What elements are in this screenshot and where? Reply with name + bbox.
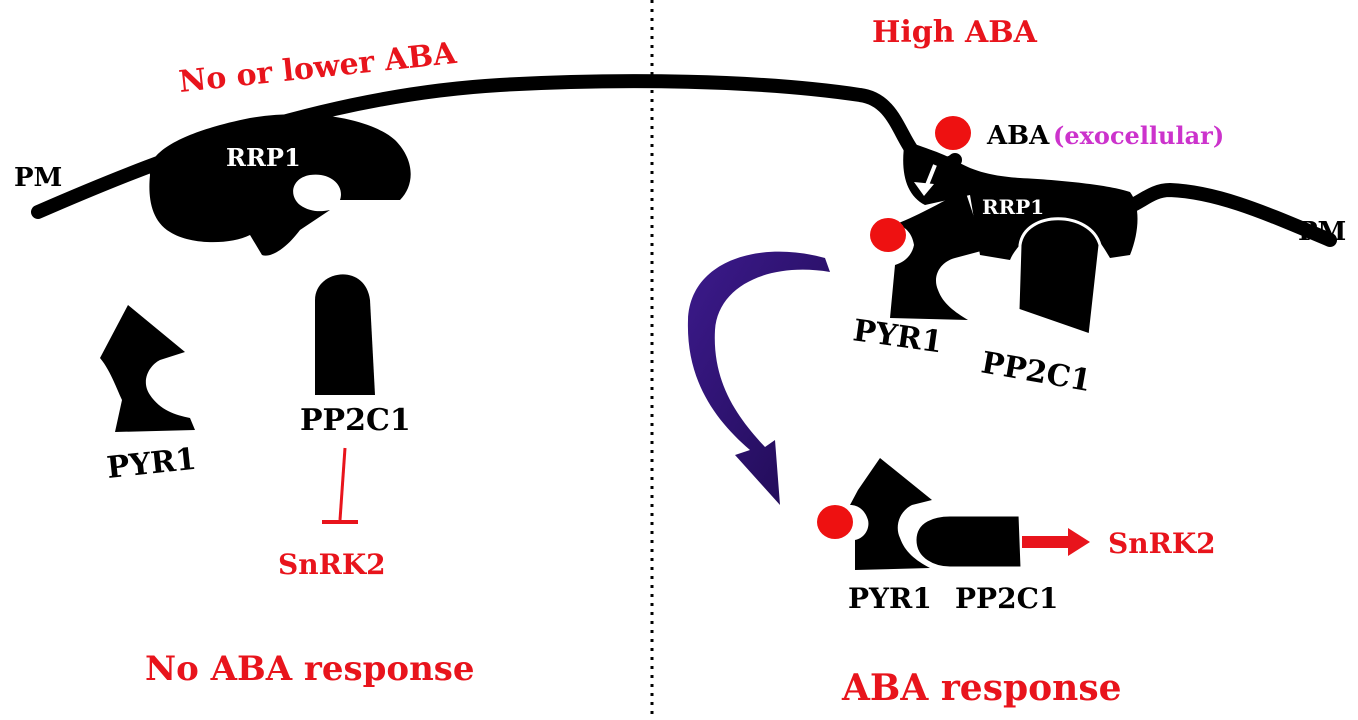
pm-label-right: PM (1298, 217, 1346, 247)
activation-arrow-head (1068, 528, 1090, 556)
inhibition-line (338, 447, 347, 521)
pyr1-left (100, 305, 195, 432)
aba-molecule-bound-complex (817, 505, 853, 539)
pm-label-left: PM (14, 163, 62, 193)
translocation-arrow (687, 251, 830, 505)
plasma-membrane-right (1113, 182, 1337, 247)
pyr1-right-top (890, 190, 985, 320)
aba-label: ABA (986, 121, 1050, 151)
aba-molecule-bound-top (870, 218, 906, 252)
pp2c1-left (315, 274, 375, 395)
rrp1-label-left: RRP1 (226, 143, 301, 172)
membrane-arrow-head (914, 182, 934, 196)
pyr1-label-left: PYR1 (105, 442, 198, 486)
rrp1-receptor-left (149, 114, 411, 256)
outcome-right: ABA response (841, 667, 1122, 709)
rrp1-receptor-right (903, 140, 1138, 260)
pp2c1-label-right-top: PP2C1 (979, 345, 1094, 399)
snrk2-label-left: SnRK2 (278, 548, 386, 581)
rrp1-label-right: RRP1 (982, 195, 1044, 219)
pyr1-right-complex (850, 458, 932, 570)
title-right: High ABA (872, 15, 1038, 50)
activation-arrow-shaft (1022, 536, 1070, 548)
aba-molecule-exocellular (935, 116, 971, 150)
aba-qualifier: (exocellular) (1053, 121, 1224, 150)
pp2c1-right-top (1016, 217, 1102, 338)
pyr1-label-right-top: PYR1 (851, 313, 945, 360)
snrk2-label-right: SnRK2 (1108, 527, 1216, 560)
outcome-left: No ABA response (145, 649, 475, 689)
pp2c1-label-left: PP2C1 (300, 403, 411, 438)
pp2c1-label-right-complex: PP2C1 (955, 582, 1058, 615)
pyr1-label-right-complex: PYR1 (848, 582, 932, 615)
pp2c1-right-complex (913, 513, 1024, 570)
